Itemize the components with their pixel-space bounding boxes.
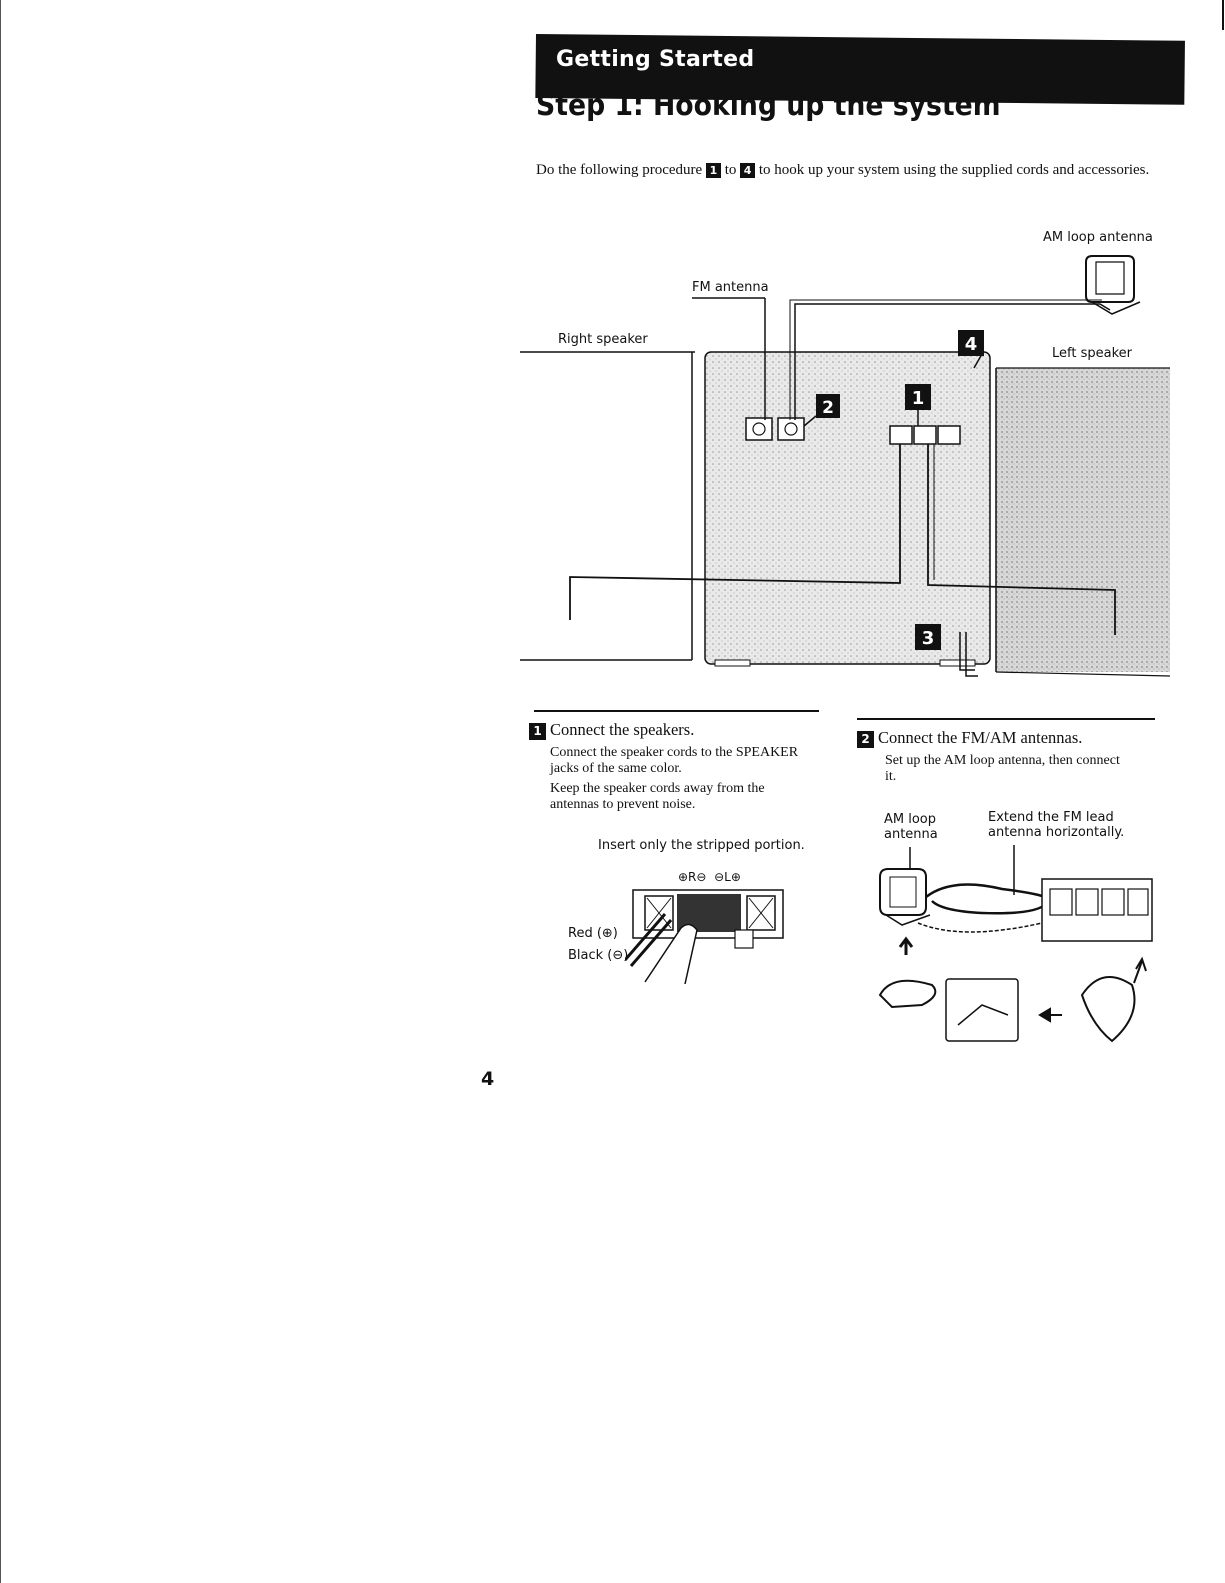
callout-1: 1: [912, 388, 925, 409]
step1-badge: 1: [529, 722, 546, 740]
callout-badges: 1 2 3 4: [803, 330, 984, 650]
page-title: Step 1: Hooking up the system: [536, 88, 1001, 122]
step1-para1: Connect the speaker cords to the SPEAKER…: [550, 745, 799, 776]
scan-edge-left: [0, 0, 1, 1583]
jack-polarity-label: ⊕R⊖ ⊖L⊕: [678, 870, 741, 884]
antenna-setup-illustration: [878, 845, 1153, 1043]
step2-fm-note: Extend the FM lead antenna horizontally.: [988, 810, 1125, 840]
step1-body: Connect the speaker cords to the SPEAKER…: [550, 745, 815, 817]
speaker-jacks: [889, 425, 961, 445]
main-unit-rear-panel: [704, 351, 991, 677]
step2-body: Set up the AM loop antenna, then connect…: [885, 753, 1125, 789]
step2-rule: [857, 718, 1155, 720]
scan-edge-right: [1222, 0, 1224, 30]
power-cord: [959, 632, 978, 677]
intro-paragraph: Do the following procedure 1 to 4 to hoo…: [536, 162, 1156, 179]
callout-4: 4: [965, 334, 978, 355]
right-speaker: [520, 351, 695, 661]
right-speaker-label: Right speaker: [558, 332, 648, 347]
callout-3: 3: [922, 628, 935, 649]
callout-2: 2: [822, 398, 834, 418]
step2-heading-text: Connect the FM/AM antennas.: [878, 728, 1083, 747]
speaker-jack-illustration: [625, 889, 784, 985]
step1-rule: [534, 710, 819, 712]
intro-after: to hook up your system using the supplie…: [758, 162, 1150, 178]
antenna-jacks: [745, 417, 805, 441]
section-label: Getting Started: [556, 47, 755, 72]
left-speaker: [995, 367, 1170, 677]
am-antenna-lead: [789, 299, 1111, 420]
fm-antenna-label: FM antenna: [692, 280, 769, 295]
insert-note: Insert only the stripped portion.: [598, 838, 805, 853]
step2-badge: 2: [857, 730, 874, 748]
am-loop-antenna-drawing: [1085, 255, 1141, 315]
fm-antenna-lead: [692, 297, 766, 420]
black-cord-label: Black (⊖): [568, 948, 629, 963]
left-speaker-label: Left speaker: [1052, 346, 1132, 361]
intro-before: Do the following procedure: [536, 162, 703, 178]
step1-heading-text: Connect the speakers.: [550, 720, 695, 739]
am-loop-antenna-label: AM loop antenna: [1043, 230, 1153, 245]
intro-step-to-badge: 4: [740, 163, 756, 179]
speaker-cords: [569, 444, 1116, 635]
step2-para1: Set up the AM loop antenna, then connect…: [885, 753, 1120, 784]
step2-am-label: AM loop antenna: [884, 812, 938, 842]
intro-middle: to: [724, 162, 737, 178]
hookup-diagram: 1 2 3 4: [520, 255, 1170, 677]
intro-step-from-badge: 1: [705, 163, 721, 179]
page-number: 4: [481, 1068, 495, 1090]
step1-para2: Keep the speaker cords away from the ant…: [550, 781, 765, 812]
red-cord-label: Red (⊕): [568, 926, 618, 941]
